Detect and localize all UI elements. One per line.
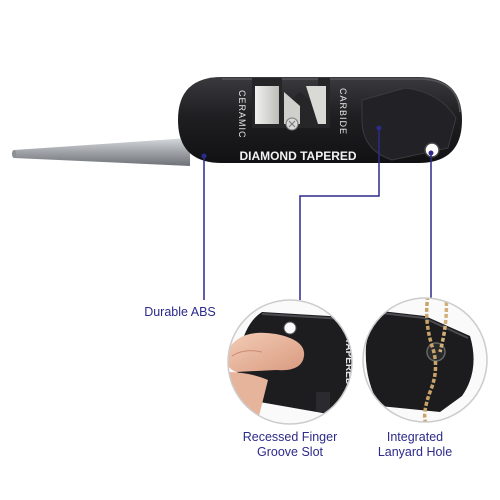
carbide-label: CARBIDE	[338, 88, 348, 135]
callout-line-finger	[299, 128, 380, 300]
callout-finger-line1: Recessed Finger	[242, 430, 338, 444]
callout-finger-groove: Recessed Finger Groove Slot	[225, 430, 355, 460]
ceramic-rod	[255, 86, 279, 124]
lanyard-hole	[424, 142, 440, 158]
callout-finger-line2: Groove Slot	[256, 445, 323, 459]
ceramic-label: CERAMIC	[237, 90, 247, 139]
callout-durable-abs: Durable ABS	[120, 305, 240, 320]
callout-dot-finger	[376, 125, 382, 131]
diamond-rod	[14, 138, 190, 166]
callout-dot-lanyard	[428, 150, 434, 156]
callout-lanyard-hole: Integrated Lanyard Hole	[365, 430, 465, 460]
callout-lanyard-line2: Lanyard Hole	[377, 445, 453, 459]
callout-durable-abs-text: Durable ABS	[144, 305, 216, 319]
inset-finger-groove: TAPERED	[227, 299, 354, 425]
carbide-blade	[306, 86, 326, 124]
lanyard-cord	[422, 298, 438, 422]
thumb	[228, 332, 305, 372]
inset-lanyard-hole	[362, 297, 488, 423]
inset-text: TAPERED	[343, 338, 354, 385]
callout-dot-abs	[201, 153, 207, 159]
sharpener-main: CERAMIC CARBIDE DIAMOND TAPERED	[12, 77, 462, 166]
product-title: DIAMOND TAPERED	[239, 149, 356, 163]
callout-lines	[201, 125, 434, 300]
folding-arm	[361, 87, 457, 161]
callout-lanyard-line1: Integrated	[386, 430, 444, 444]
